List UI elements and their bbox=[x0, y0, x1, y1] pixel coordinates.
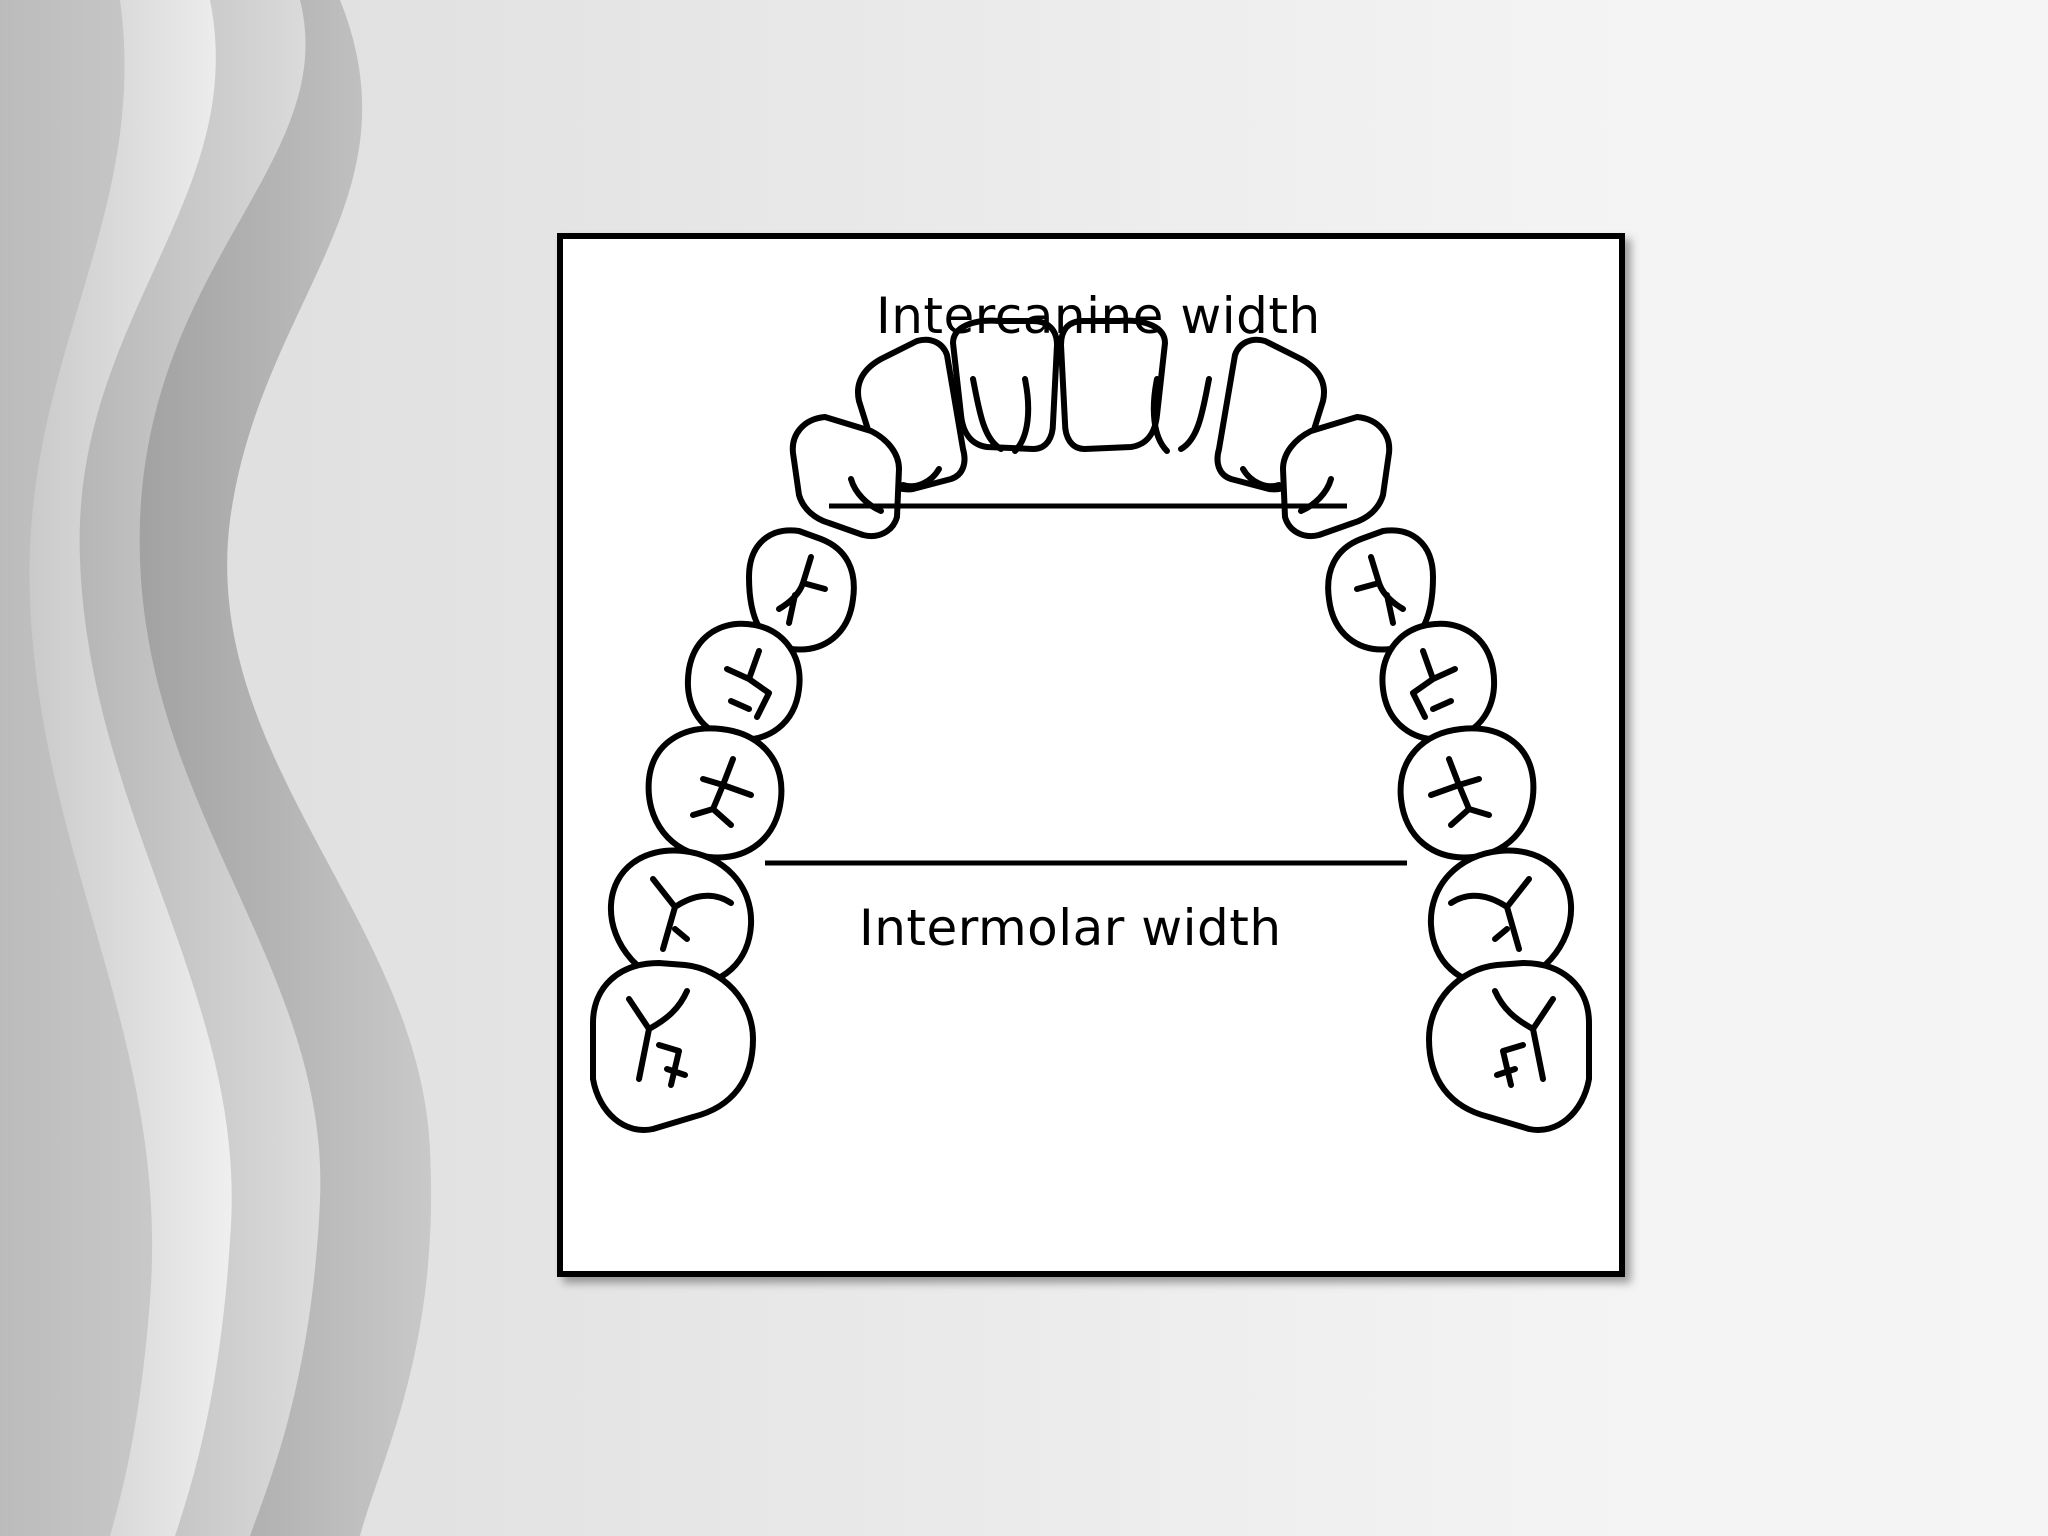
tooth-upper-central-incisor-right bbox=[1058, 317, 1168, 452]
lateral-detail-left bbox=[900, 466, 942, 490]
wave-band-edge bbox=[0, 0, 153, 1536]
groove-second-molar-right bbox=[1448, 876, 1532, 952]
canine-detail-left bbox=[848, 476, 884, 514]
tooth-second-premolar-right bbox=[1379, 620, 1498, 743]
tooth-second-premolar-left bbox=[684, 620, 803, 743]
intercanine-width-label: Intercanine width bbox=[876, 287, 1321, 345]
intermolar-width-label: Intermolar width bbox=[859, 899, 1282, 957]
dental-arch-figure: Intercanine width Intermolar width bbox=[557, 233, 1625, 1277]
groove-second-premolar-right bbox=[1410, 648, 1458, 720]
groove-third-molar-left bbox=[626, 988, 690, 1088]
groove-first-molar-left bbox=[690, 756, 754, 828]
dental-arch-drawing bbox=[590, 317, 1592, 1133]
tooth-first-molar-left bbox=[645, 725, 785, 861]
groove-third-molar-right bbox=[1492, 988, 1556, 1088]
lateral-detail-right bbox=[1240, 466, 1282, 490]
tooth-first-molar-right bbox=[1397, 725, 1537, 861]
groove-first-molar-right bbox=[1428, 756, 1492, 828]
groove-second-premolar-left bbox=[724, 648, 772, 720]
incisor-detail-left bbox=[970, 376, 1032, 454]
groove-first-premolar-left bbox=[776, 554, 828, 626]
groove-first-premolar-right bbox=[1354, 554, 1406, 626]
canine-detail-right bbox=[1298, 476, 1334, 514]
groove-second-molar-left bbox=[650, 876, 734, 952]
incisor-detail-right bbox=[1150, 376, 1212, 454]
